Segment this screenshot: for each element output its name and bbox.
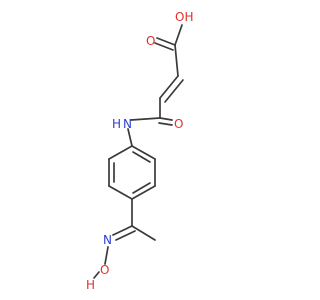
bond-o-h bbox=[93, 271, 100, 279]
oxime-nitrogen-label: N bbox=[103, 233, 112, 247]
bond-ring-inner-2 bbox=[132, 182, 151, 194]
bond-c-methyl bbox=[131, 225, 156, 241]
bonds bbox=[93, 24, 184, 279]
bond-ring-6 bbox=[108, 145, 133, 160]
bond-c-o-double-a bbox=[156, 37, 176, 46]
oxime-oxygen-label: O bbox=[100, 263, 109, 277]
structure-canvas: OH O N H O N O H bbox=[86, 10, 193, 292]
bond-ring-3 bbox=[131, 185, 156, 200]
bond-amide-c-o-b bbox=[158, 122, 173, 126]
bond-c-oh bbox=[174, 24, 183, 46]
bond-ring-1 bbox=[131, 145, 156, 160]
bond-c-alkene bbox=[174, 44, 179, 77]
bond-ring-inner-1 bbox=[132, 151, 151, 163]
carboxyl-hydroxyl-label: OH bbox=[175, 10, 193, 24]
bond-amide-c-n bbox=[130, 117, 161, 121]
bond-amide-c-o-a bbox=[159, 117, 173, 121]
oxime-hydrogen-label: H bbox=[86, 278, 95, 292]
bond-c-n-double-a bbox=[112, 225, 133, 236]
bond-alkene-a bbox=[159, 75, 179, 99]
molecule-structure: OH O N H O N O H bbox=[86, 10, 193, 292]
atom-labels: OH O N H O N O H bbox=[86, 10, 193, 292]
bond-n-o bbox=[104, 246, 109, 265]
carboxyl-oxygen-label: O bbox=[146, 34, 155, 48]
bond-alkene-b bbox=[164, 79, 184, 103]
amide-nitrogen-label: N bbox=[123, 117, 132, 131]
bond-ring-4 bbox=[108, 185, 133, 200]
bond-c-o-double-b bbox=[154, 42, 174, 51]
amide-oxygen-label: O bbox=[174, 117, 183, 131]
bond-n-ring bbox=[127, 128, 133, 147]
bond-c-n-double-b bbox=[115, 230, 136, 241]
amide-hydrogen-label: H bbox=[112, 117, 121, 131]
